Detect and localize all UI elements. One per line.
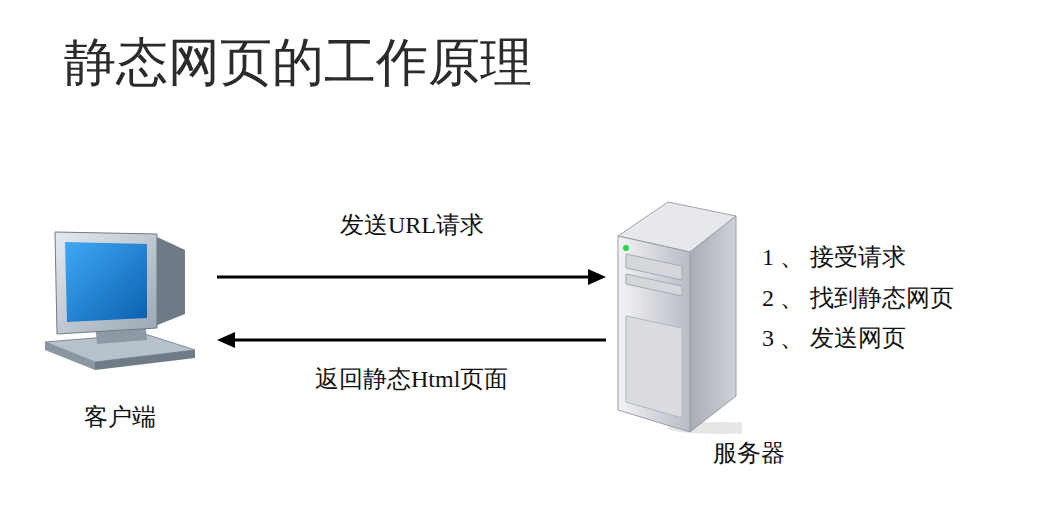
arrow-connector bbox=[217, 269, 606, 285]
arrow-line bbox=[217, 276, 588, 279]
server-side bbox=[690, 216, 736, 432]
arrow-connector bbox=[217, 332, 606, 348]
server-front bbox=[618, 236, 690, 432]
arrow-head bbox=[217, 332, 235, 348]
node-label: 客户端 bbox=[35, 402, 205, 432]
arrow-head bbox=[588, 269, 606, 285]
monitor-back bbox=[155, 236, 185, 326]
step-note: 3 、 发送网页 bbox=[762, 323, 906, 353]
arrow-label: 发送URL请求 bbox=[338, 210, 486, 240]
step-note: 1 、 接受请求 bbox=[762, 242, 906, 272]
diagram-title: 静态网页的工作原理 bbox=[64, 30, 532, 94]
computer-icon bbox=[35, 222, 205, 372]
power-led bbox=[623, 245, 629, 251]
arrow-label: 返回静态Html页面 bbox=[313, 364, 510, 394]
server-icon bbox=[612, 196, 742, 436]
front-panel bbox=[626, 316, 682, 418]
step-note: 2 、 找到静态网页 bbox=[762, 283, 954, 313]
client-node: 客户端 bbox=[35, 222, 205, 436]
node-label: 服务器 bbox=[696, 438, 802, 468]
drive-bay bbox=[626, 274, 682, 296]
monitor-screen bbox=[65, 242, 147, 322]
computer-base bbox=[95, 350, 195, 370]
monitor-bezel bbox=[55, 232, 157, 334]
computer-base bbox=[45, 342, 95, 370]
arrow-line bbox=[235, 339, 606, 342]
